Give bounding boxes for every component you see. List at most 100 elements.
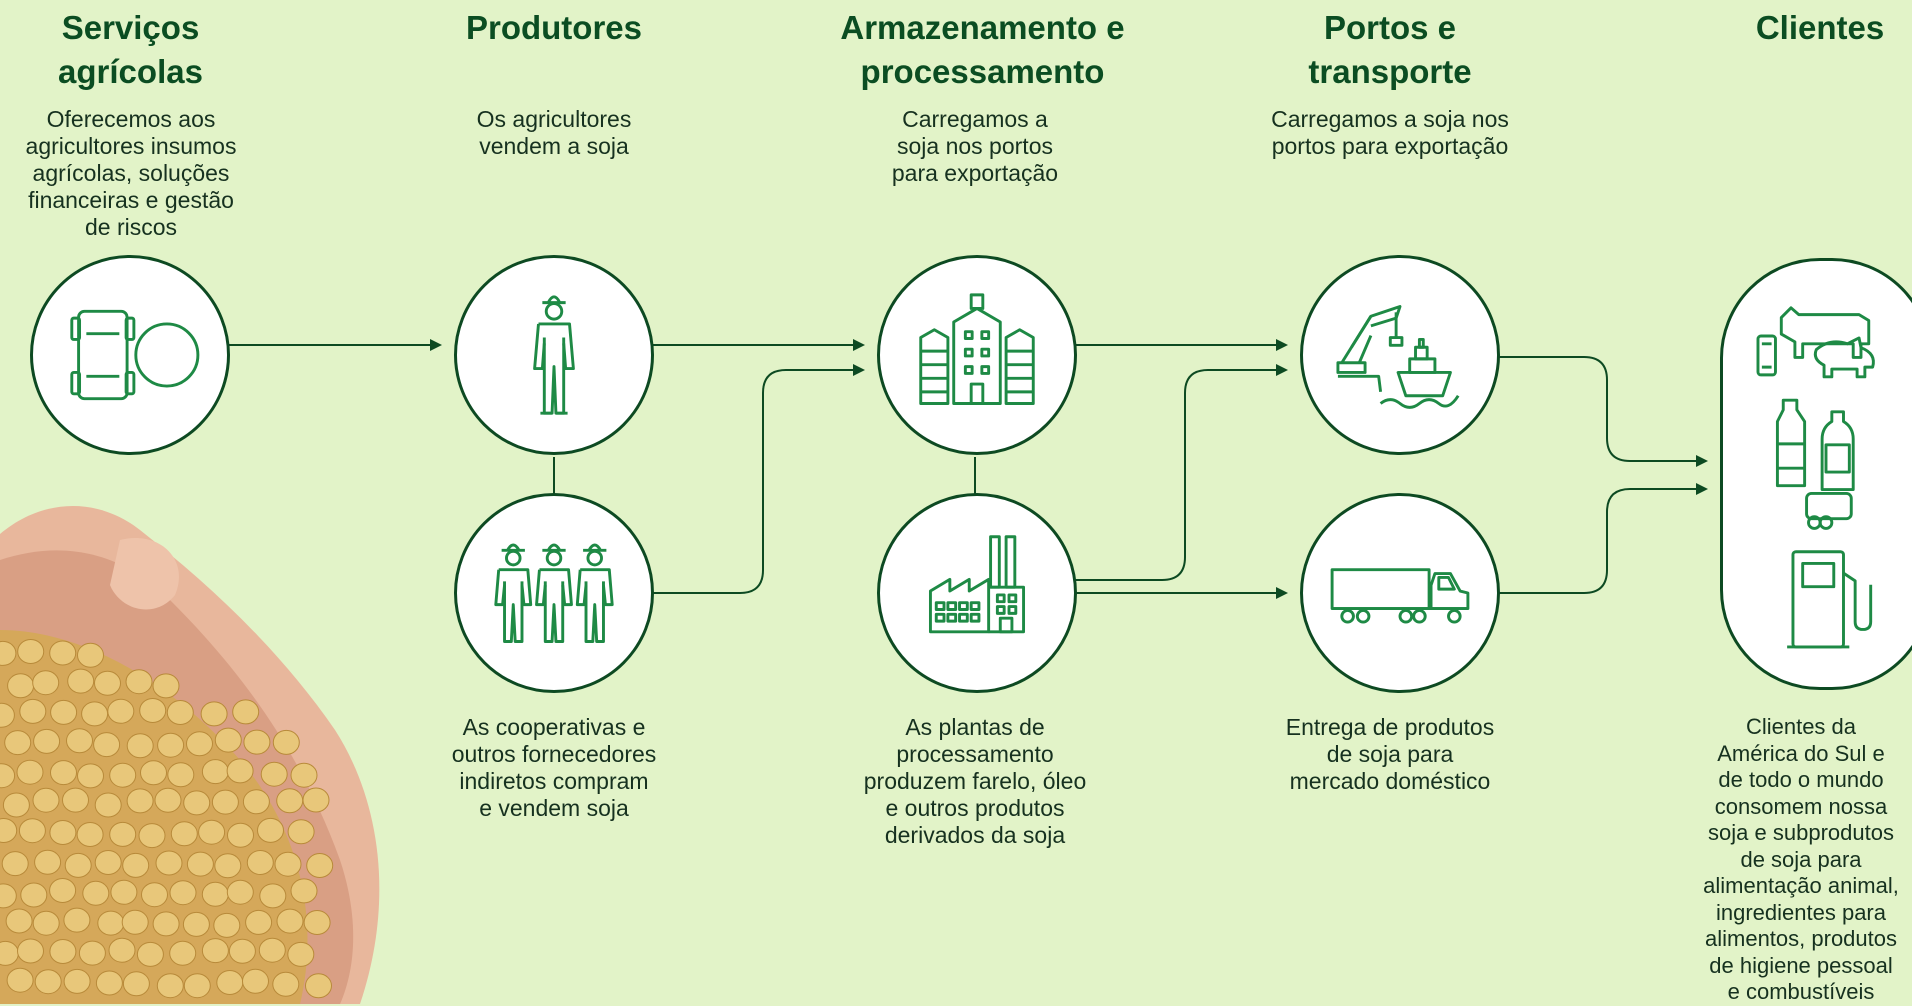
soybean — [242, 968, 269, 994]
soybean — [201, 759, 229, 785]
domestic-delivery-node — [1300, 493, 1500, 693]
soybean — [16, 759, 44, 785]
port-crane-ship-icon — [1336, 305, 1460, 409]
soybean — [246, 850, 274, 875]
soybean — [50, 760, 77, 786]
soybean — [63, 968, 91, 994]
soybean — [139, 698, 167, 723]
grain-silo-icon — [919, 293, 1035, 405]
soybean — [76, 822, 104, 847]
fuel-pump-icon — [1787, 550, 1873, 649]
soybean — [0, 640, 17, 666]
soybean — [66, 728, 93, 754]
soybean — [166, 700, 194, 725]
soybean — [1, 851, 29, 877]
soybean — [50, 699, 78, 725]
soybean — [227, 822, 254, 848]
soybean — [136, 941, 164, 967]
clients-icons-group — [1756, 306, 1875, 649]
soybean — [49, 640, 77, 666]
soybean — [276, 908, 304, 934]
soybean — [62, 787, 89, 813]
soybean — [97, 910, 125, 936]
soybean — [183, 973, 211, 999]
arrow-cooperatives-to-storage — [651, 364, 865, 594]
stage-title-storage: Armazenamento e processamento — [840, 9, 1125, 90]
soybean — [287, 819, 315, 845]
soybean — [0, 818, 18, 843]
soybean — [109, 762, 137, 788]
soybean — [290, 762, 318, 788]
soybean — [4, 730, 32, 756]
soybean — [232, 699, 260, 725]
cooperatives-node — [454, 493, 654, 693]
soybean — [34, 969, 62, 995]
soybean — [242, 789, 270, 815]
soybean — [303, 910, 331, 935]
soybean — [49, 939, 77, 964]
cooperative-farmers-icon — [494, 543, 614, 643]
soybean — [287, 941, 315, 967]
stage-subdesc-producers: As cooperativas e outros fornecedores in… — [451, 714, 657, 821]
stage-subdesc-storage: As plantas de processamento produzem far… — [863, 714, 1087, 848]
soybean — [228, 938, 256, 964]
soybean — [67, 668, 95, 694]
storage-node — [877, 255, 1077, 455]
bottles-icon — [1775, 398, 1855, 530]
ports-node — [1300, 255, 1500, 455]
stage-title-clients: Clientes — [1755, 9, 1885, 46]
soybean — [2, 792, 30, 818]
soybean — [122, 971, 150, 997]
soybean — [81, 701, 109, 727]
soybean — [121, 909, 149, 935]
soybean — [152, 673, 180, 699]
producers-node — [454, 255, 654, 455]
soybean — [82, 880, 110, 906]
livestock-icon — [1756, 306, 1875, 379]
soybean — [32, 787, 60, 813]
stage-title-ports: Portos e transporte — [1308, 9, 1472, 90]
soybean — [109, 821, 137, 847]
soybean — [6, 967, 34, 993]
soybean — [94, 850, 122, 875]
soybean — [77, 763, 104, 789]
soybean — [0, 883, 17, 909]
soybean — [213, 912, 241, 938]
soybean — [0, 702, 15, 728]
soybean — [122, 852, 150, 878]
soybean — [214, 853, 242, 879]
soybean — [7, 673, 35, 699]
soybean — [17, 938, 44, 964]
soybean — [93, 732, 121, 758]
soybean — [306, 853, 334, 878]
soybean — [211, 789, 239, 815]
stage-desc-clients: Clientes da América do Sul e de todo o m… — [1703, 714, 1899, 1004]
soybean — [272, 729, 300, 755]
soybean — [182, 911, 210, 937]
soybean — [243, 729, 271, 755]
soybean — [200, 701, 228, 727]
soybean — [126, 733, 154, 759]
soybean — [257, 817, 284, 843]
soybean — [152, 911, 180, 937]
clients-node — [1720, 258, 1912, 690]
factory-icon — [928, 535, 1026, 634]
soybean — [157, 732, 185, 758]
soybean — [32, 910, 60, 936]
stage-subdesc-ports: Entrega de produtos de soja para mercado… — [1285, 714, 1495, 794]
soybean — [186, 731, 213, 757]
soybean — [20, 882, 48, 908]
soybean — [198, 819, 226, 845]
stage-desc-storage: Carregamos a soja nos portos para export… — [891, 106, 1059, 186]
stage-desc-services: Oferecemos aos agricultores insumos agrí… — [25, 106, 237, 240]
soybean — [17, 639, 45, 664]
soybean — [19, 698, 47, 724]
soybean — [126, 788, 154, 814]
soybean — [169, 940, 197, 966]
soybeans-in-hands-image — [0, 506, 380, 1004]
soybean — [64, 852, 92, 878]
soybean — [216, 970, 244, 995]
soybean — [0, 763, 16, 789]
soybean — [34, 849, 62, 875]
